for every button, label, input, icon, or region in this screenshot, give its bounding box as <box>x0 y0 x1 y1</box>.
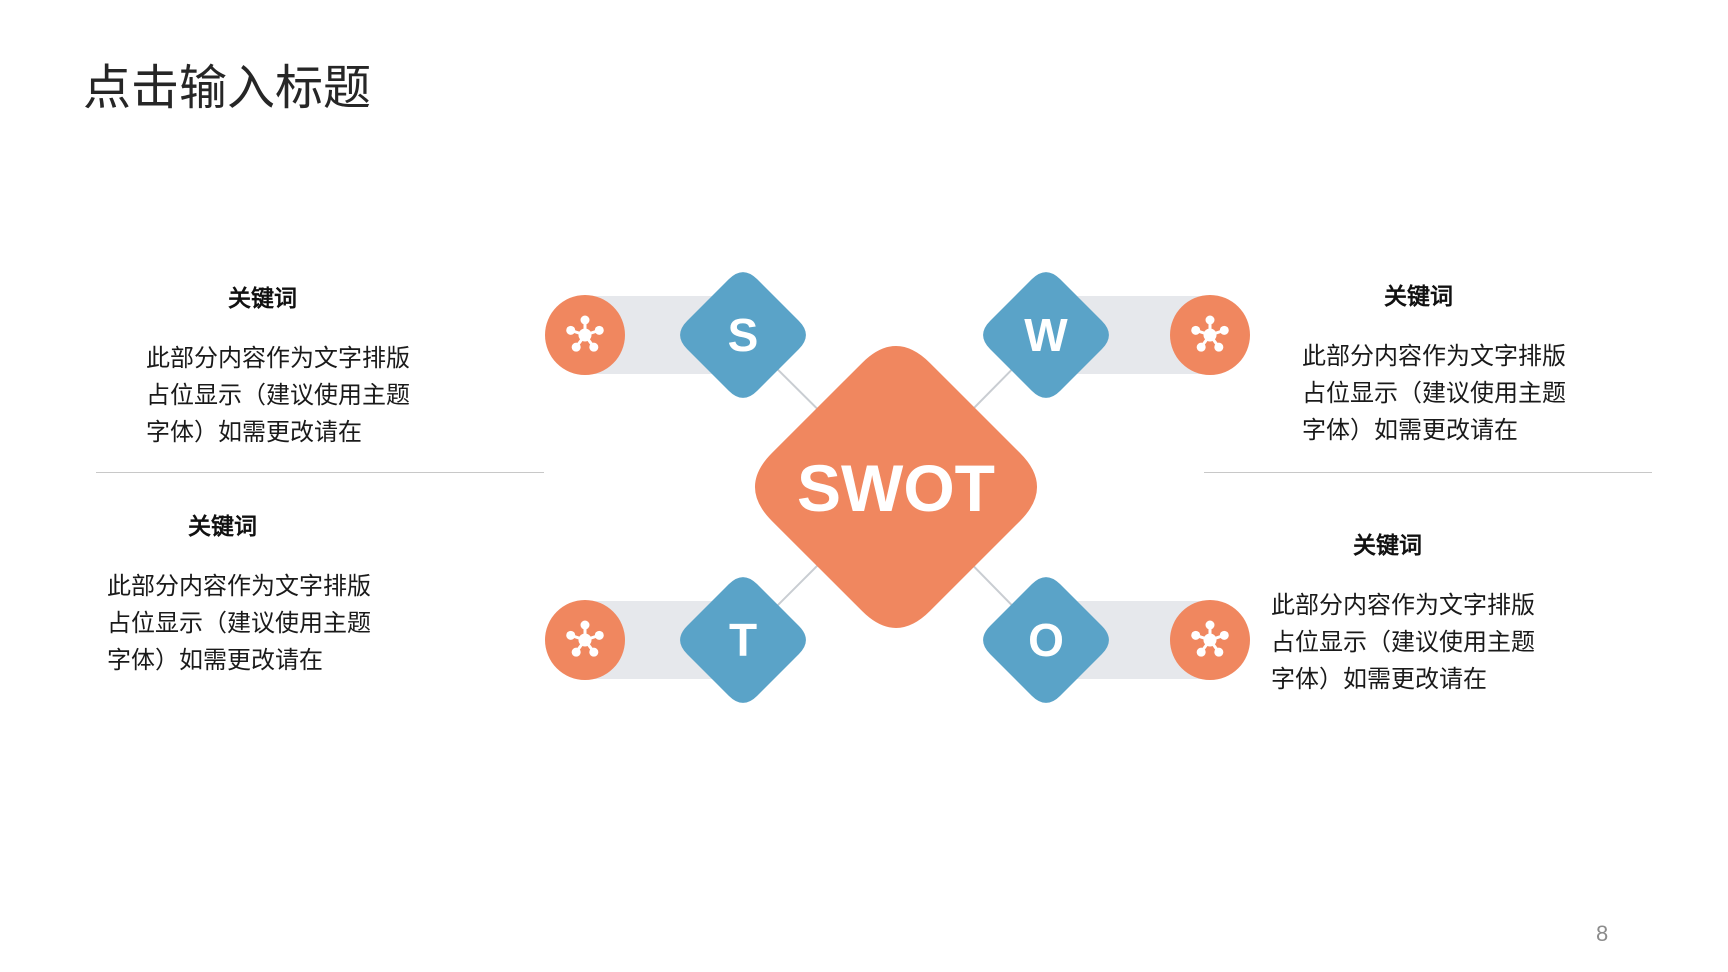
letter-t: T <box>729 614 757 666</box>
description-line: 字体）如需更改请在 <box>1302 416 1518 444</box>
description-line: 字体）如需更改请在 <box>1271 665 1487 693</box>
network-hub-icon <box>545 600 625 680</box>
description-line: 字体）如需更改请在 <box>107 646 323 674</box>
diamond-o <box>983 577 1109 703</box>
keyword-o: 关键词 <box>1353 533 1422 559</box>
description-line: 此部分内容作为文字排版 <box>146 344 410 372</box>
letter-w: W <box>1024 309 1068 361</box>
description-o: 此部分内容作为文字排版占位显示（建议使用主题字体）如需更改请在 <box>1271 587 1535 698</box>
keyword-t: 关键词 <box>188 514 257 540</box>
keyword-s: 关键词 <box>228 286 297 312</box>
diamond-s <box>680 272 806 398</box>
description-w: 此部分内容作为文字排版占位显示（建议使用主题字体）如需更改请在 <box>1302 338 1566 449</box>
keyword-w: 关键词 <box>1384 284 1453 310</box>
node-s: S <box>545 272 806 398</box>
description-line: 占位显示（建议使用主题 <box>1271 628 1535 656</box>
network-hub-icon <box>545 295 625 375</box>
network-hub-icon <box>1170 295 1250 375</box>
letter-s: S <box>728 309 759 361</box>
node-w: W <box>983 272 1250 398</box>
node-t: T <box>545 577 806 703</box>
node-o: O <box>983 577 1250 703</box>
network-hub-icon <box>1170 600 1250 680</box>
page-number: 8 <box>1596 921 1609 946</box>
description-line: 此部分内容作为文字排版 <box>1271 591 1535 619</box>
description-s: 此部分内容作为文字排版占位显示（建议使用主题字体）如需更改请在 <box>146 340 410 451</box>
description-line: 占位显示（建议使用主题 <box>107 609 371 637</box>
right-divider <box>1204 472 1652 473</box>
diamond-w <box>983 272 1109 398</box>
center-diamond <box>754 345 1038 629</box>
description-line: 占位显示（建议使用主题 <box>146 381 410 409</box>
description-line: 此部分内容作为文字排版 <box>1302 342 1566 370</box>
left-divider <box>96 472 544 473</box>
description-line: 字体）如需更改请在 <box>146 418 362 446</box>
description-line: 占位显示（建议使用主题 <box>1302 379 1566 407</box>
center-label: SWOT <box>797 451 995 525</box>
diamond-t <box>680 577 806 703</box>
description-line: 此部分内容作为文字排版 <box>107 572 371 600</box>
letter-o: O <box>1028 614 1064 666</box>
slide-title: 点击输入标题 <box>83 60 372 116</box>
description-t: 此部分内容作为文字排版占位显示（建议使用主题字体）如需更改请在 <box>107 568 371 679</box>
